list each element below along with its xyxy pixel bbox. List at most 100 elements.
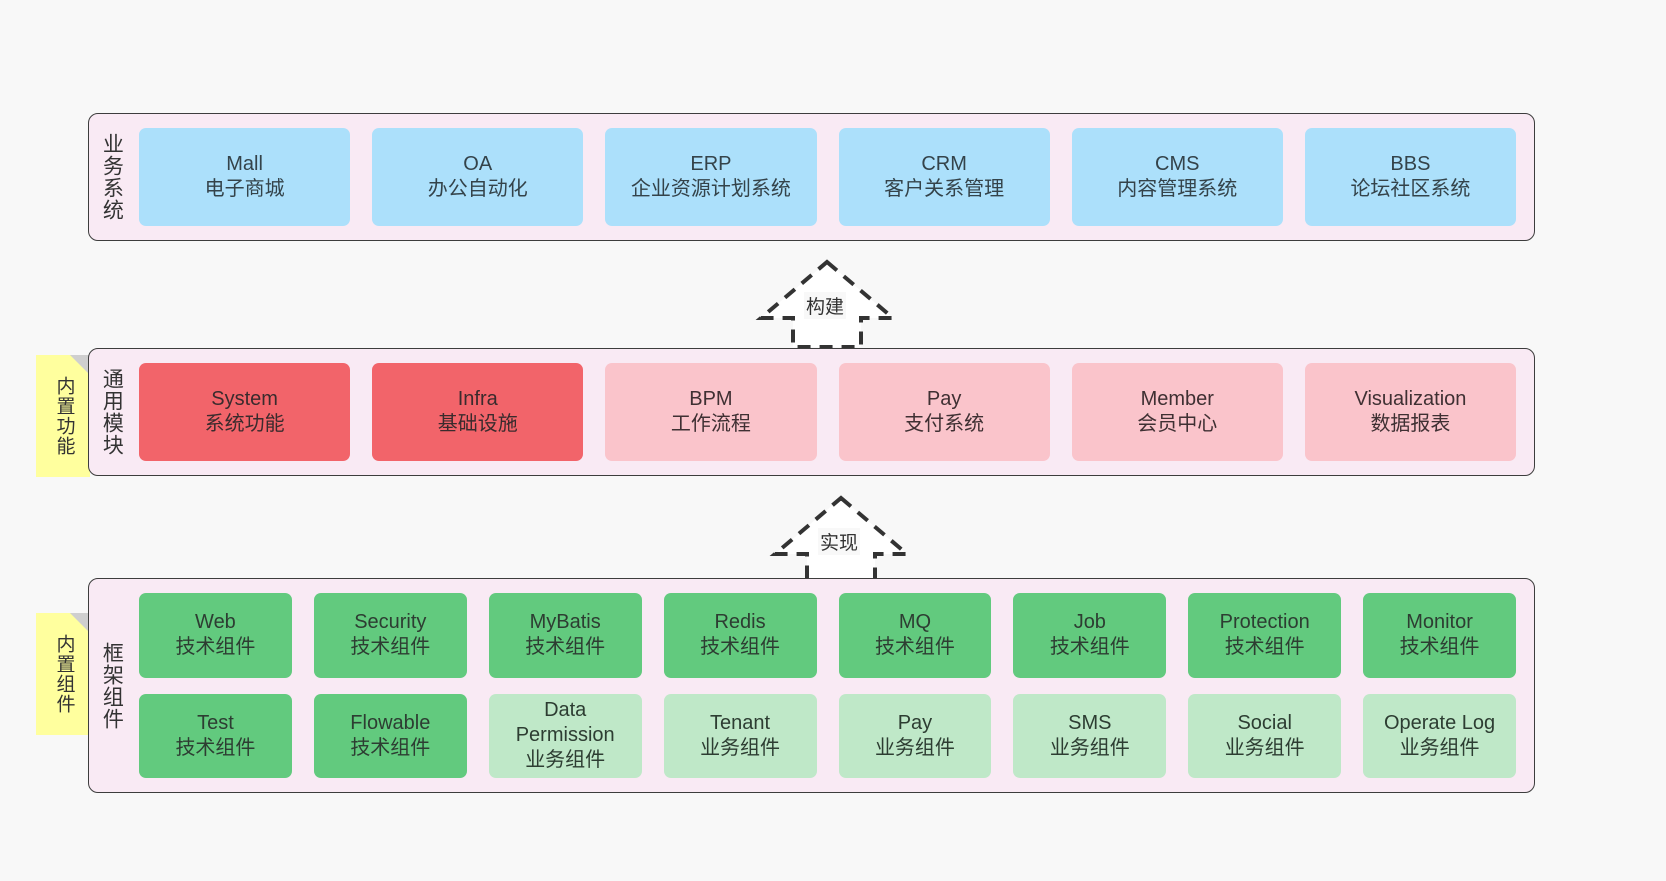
card-title: Operate Log xyxy=(1383,711,1496,734)
card-visualization[interactable]: Visualization 数据报表 xyxy=(1304,363,1517,461)
card-title: BPM xyxy=(689,388,733,410)
card-cms[interactable]: CMS 内容管理系统 xyxy=(1071,128,1283,226)
arrow-build: 构建 xyxy=(755,258,899,350)
layer-title-common-module: 通用模块 xyxy=(100,368,124,456)
card-title: Flowable xyxy=(350,711,431,734)
card-subtitle: 办公自动化 xyxy=(427,178,528,200)
layer-body-common-module: System 系统功能 Infra 基础设施 BPM 工作流程 Pay 支付系统… xyxy=(133,349,1534,475)
card-protection[interactable]: Protection 技术组件 xyxy=(1188,593,1342,678)
card-title: System xyxy=(211,388,278,410)
card-row: Mall 电子商城 OA 办公自动化 ERP 企业资源计划系统 CRM 客户关系… xyxy=(139,128,1517,226)
card-subtitle: 论坛社区系统 xyxy=(1350,178,1471,200)
card-sms[interactable]: SMS 业务组件 xyxy=(1013,693,1167,778)
card-title: OA xyxy=(463,153,493,175)
card-subtitle: 技术组件 xyxy=(350,636,431,659)
card-title: Security xyxy=(354,611,427,634)
note-fold-icon xyxy=(70,613,90,633)
card-oa[interactable]: OA 办公自动化 xyxy=(372,128,584,226)
card-subtitle: 支付系统 xyxy=(904,413,985,435)
layer-body-framework-component: Web 技术组件 Security 技术组件 MyBatis 技术组件 Redi… xyxy=(133,579,1534,792)
card-operate-log[interactable]: Operate Log 业务组件 xyxy=(1363,693,1516,778)
card-subtitle: 技术组件 xyxy=(1399,636,1480,659)
card-title: Infra xyxy=(457,388,498,410)
card-subtitle: 业务组件 xyxy=(700,736,781,759)
note-builtin-component: 内置组件 xyxy=(36,613,90,735)
card-security[interactable]: Security 技术组件 xyxy=(313,593,467,678)
card-title: Test xyxy=(197,711,234,734)
card-crm[interactable]: CRM 客户关系管理 xyxy=(838,128,1050,226)
card-title: Social xyxy=(1237,711,1292,734)
card-title: Job xyxy=(1073,611,1106,634)
card-subtitle: 客户关系管理 xyxy=(884,178,1005,200)
card-row: Test 技术组件 Flowable 技术组件 Data Permission … xyxy=(139,693,1516,778)
arrow-implement: 实现 xyxy=(769,494,913,586)
card-subtitle: 业务组件 xyxy=(1224,736,1305,759)
arrow-implement-label: 实现 xyxy=(818,528,861,555)
card-subtitle: 技术组件 xyxy=(175,636,256,659)
card-pay[interactable]: Pay 支付系统 xyxy=(838,363,1050,461)
card-test[interactable]: Test 技术组件 xyxy=(139,693,292,778)
card-subtitle: 业务组件 xyxy=(525,749,606,772)
card-title: Tenant xyxy=(710,711,771,734)
layer-business-system: 业务系统 Mall 电子商城 OA 办公自动化 ERP 企业资源计划系统 CRM… xyxy=(88,113,1535,241)
card-subtitle: 企业资源计划系统 xyxy=(630,178,791,200)
card-title: MyBatis xyxy=(529,611,601,634)
card-subtitle: 业务组件 xyxy=(874,736,955,759)
card-subtitle: 业务组件 xyxy=(1399,736,1480,759)
note-label: 内置功能 xyxy=(53,376,75,456)
card-redis[interactable]: Redis 技术组件 xyxy=(663,593,817,678)
card-infra[interactable]: Infra 基础设施 xyxy=(372,363,584,461)
card-title: Data Permission xyxy=(515,699,615,747)
card-erp[interactable]: ERP 企业资源计划系统 xyxy=(605,128,817,226)
card-title: BBS xyxy=(1390,153,1431,175)
card-title: Redis xyxy=(714,611,766,634)
card-bpm[interactable]: BPM 工作流程 xyxy=(605,363,817,461)
card-member[interactable]: Member 会员中心 xyxy=(1071,363,1283,461)
card-row: System 系统功能 Infra 基础设施 BPM 工作流程 Pay 支付系统… xyxy=(139,363,1517,461)
card-system[interactable]: System 系统功能 xyxy=(139,363,351,461)
card-subtitle: 技术组件 xyxy=(350,736,431,759)
card-title: Pay xyxy=(897,711,933,734)
card-mybatis[interactable]: MyBatis 技术组件 xyxy=(488,593,642,678)
card-web[interactable]: Web 技术组件 xyxy=(139,593,292,678)
card-subtitle: 技术组件 xyxy=(1224,636,1305,659)
card-bbs[interactable]: BBS 论坛社区系统 xyxy=(1304,128,1517,226)
card-subtitle: 数据报表 xyxy=(1370,413,1451,435)
card-data-permission[interactable]: Data Permission 业务组件 xyxy=(488,693,642,778)
card-title: ERP xyxy=(690,153,732,175)
note-label: 内置组件 xyxy=(53,634,75,714)
card-subtitle: 工作流程 xyxy=(670,413,751,435)
card-title: Mall xyxy=(226,153,263,175)
card-flowable[interactable]: Flowable 技术组件 xyxy=(313,693,467,778)
arrow-build-label: 构建 xyxy=(804,292,847,319)
card-subtitle: 技术组件 xyxy=(1049,636,1130,659)
layer-title-business-system: 业务系统 xyxy=(100,133,124,221)
card-mq[interactable]: MQ 技术组件 xyxy=(838,593,992,678)
card-subtitle: 电子商城 xyxy=(204,178,285,200)
card-subtitle: 业务组件 xyxy=(1049,736,1130,759)
layer-body-business-system: Mall 电子商城 OA 办公自动化 ERP 企业资源计划系统 CRM 客户关系… xyxy=(133,114,1534,240)
card-title: MQ xyxy=(898,611,932,634)
card-subtitle: 技术组件 xyxy=(700,636,781,659)
layer-common-module: 通用模块 System 系统功能 Infra 基础设施 BPM 工作流程 Pay… xyxy=(88,348,1535,476)
card-mall[interactable]: Mall 电子商城 xyxy=(139,128,351,226)
card-social[interactable]: Social 业务组件 xyxy=(1188,693,1342,778)
card-subtitle: 技术组件 xyxy=(525,636,606,659)
card-row: Web 技术组件 Security 技术组件 MyBatis 技术组件 Redi… xyxy=(139,593,1516,678)
card-monitor[interactable]: Monitor 技术组件 xyxy=(1363,593,1516,678)
card-title: CMS xyxy=(1155,153,1200,175)
card-title: CRM xyxy=(921,153,967,175)
card-tenant[interactable]: Tenant 业务组件 xyxy=(663,693,817,778)
card-title: Monitor xyxy=(1406,611,1473,634)
layer-title-framework-component: 框架组件 xyxy=(100,641,124,730)
card-subtitle: 系统功能 xyxy=(204,413,285,435)
card-pay-business[interactable]: Pay 业务组件 xyxy=(838,693,992,778)
card-title: Protection xyxy=(1219,611,1310,634)
note-builtin-function: 内置功能 xyxy=(36,355,90,477)
card-job[interactable]: Job 技术组件 xyxy=(1013,593,1167,678)
note-fold-icon xyxy=(70,355,90,375)
card-subtitle: 基础设施 xyxy=(437,413,518,435)
card-subtitle: 会员中心 xyxy=(1137,413,1218,435)
card-title: Member xyxy=(1140,388,1214,410)
